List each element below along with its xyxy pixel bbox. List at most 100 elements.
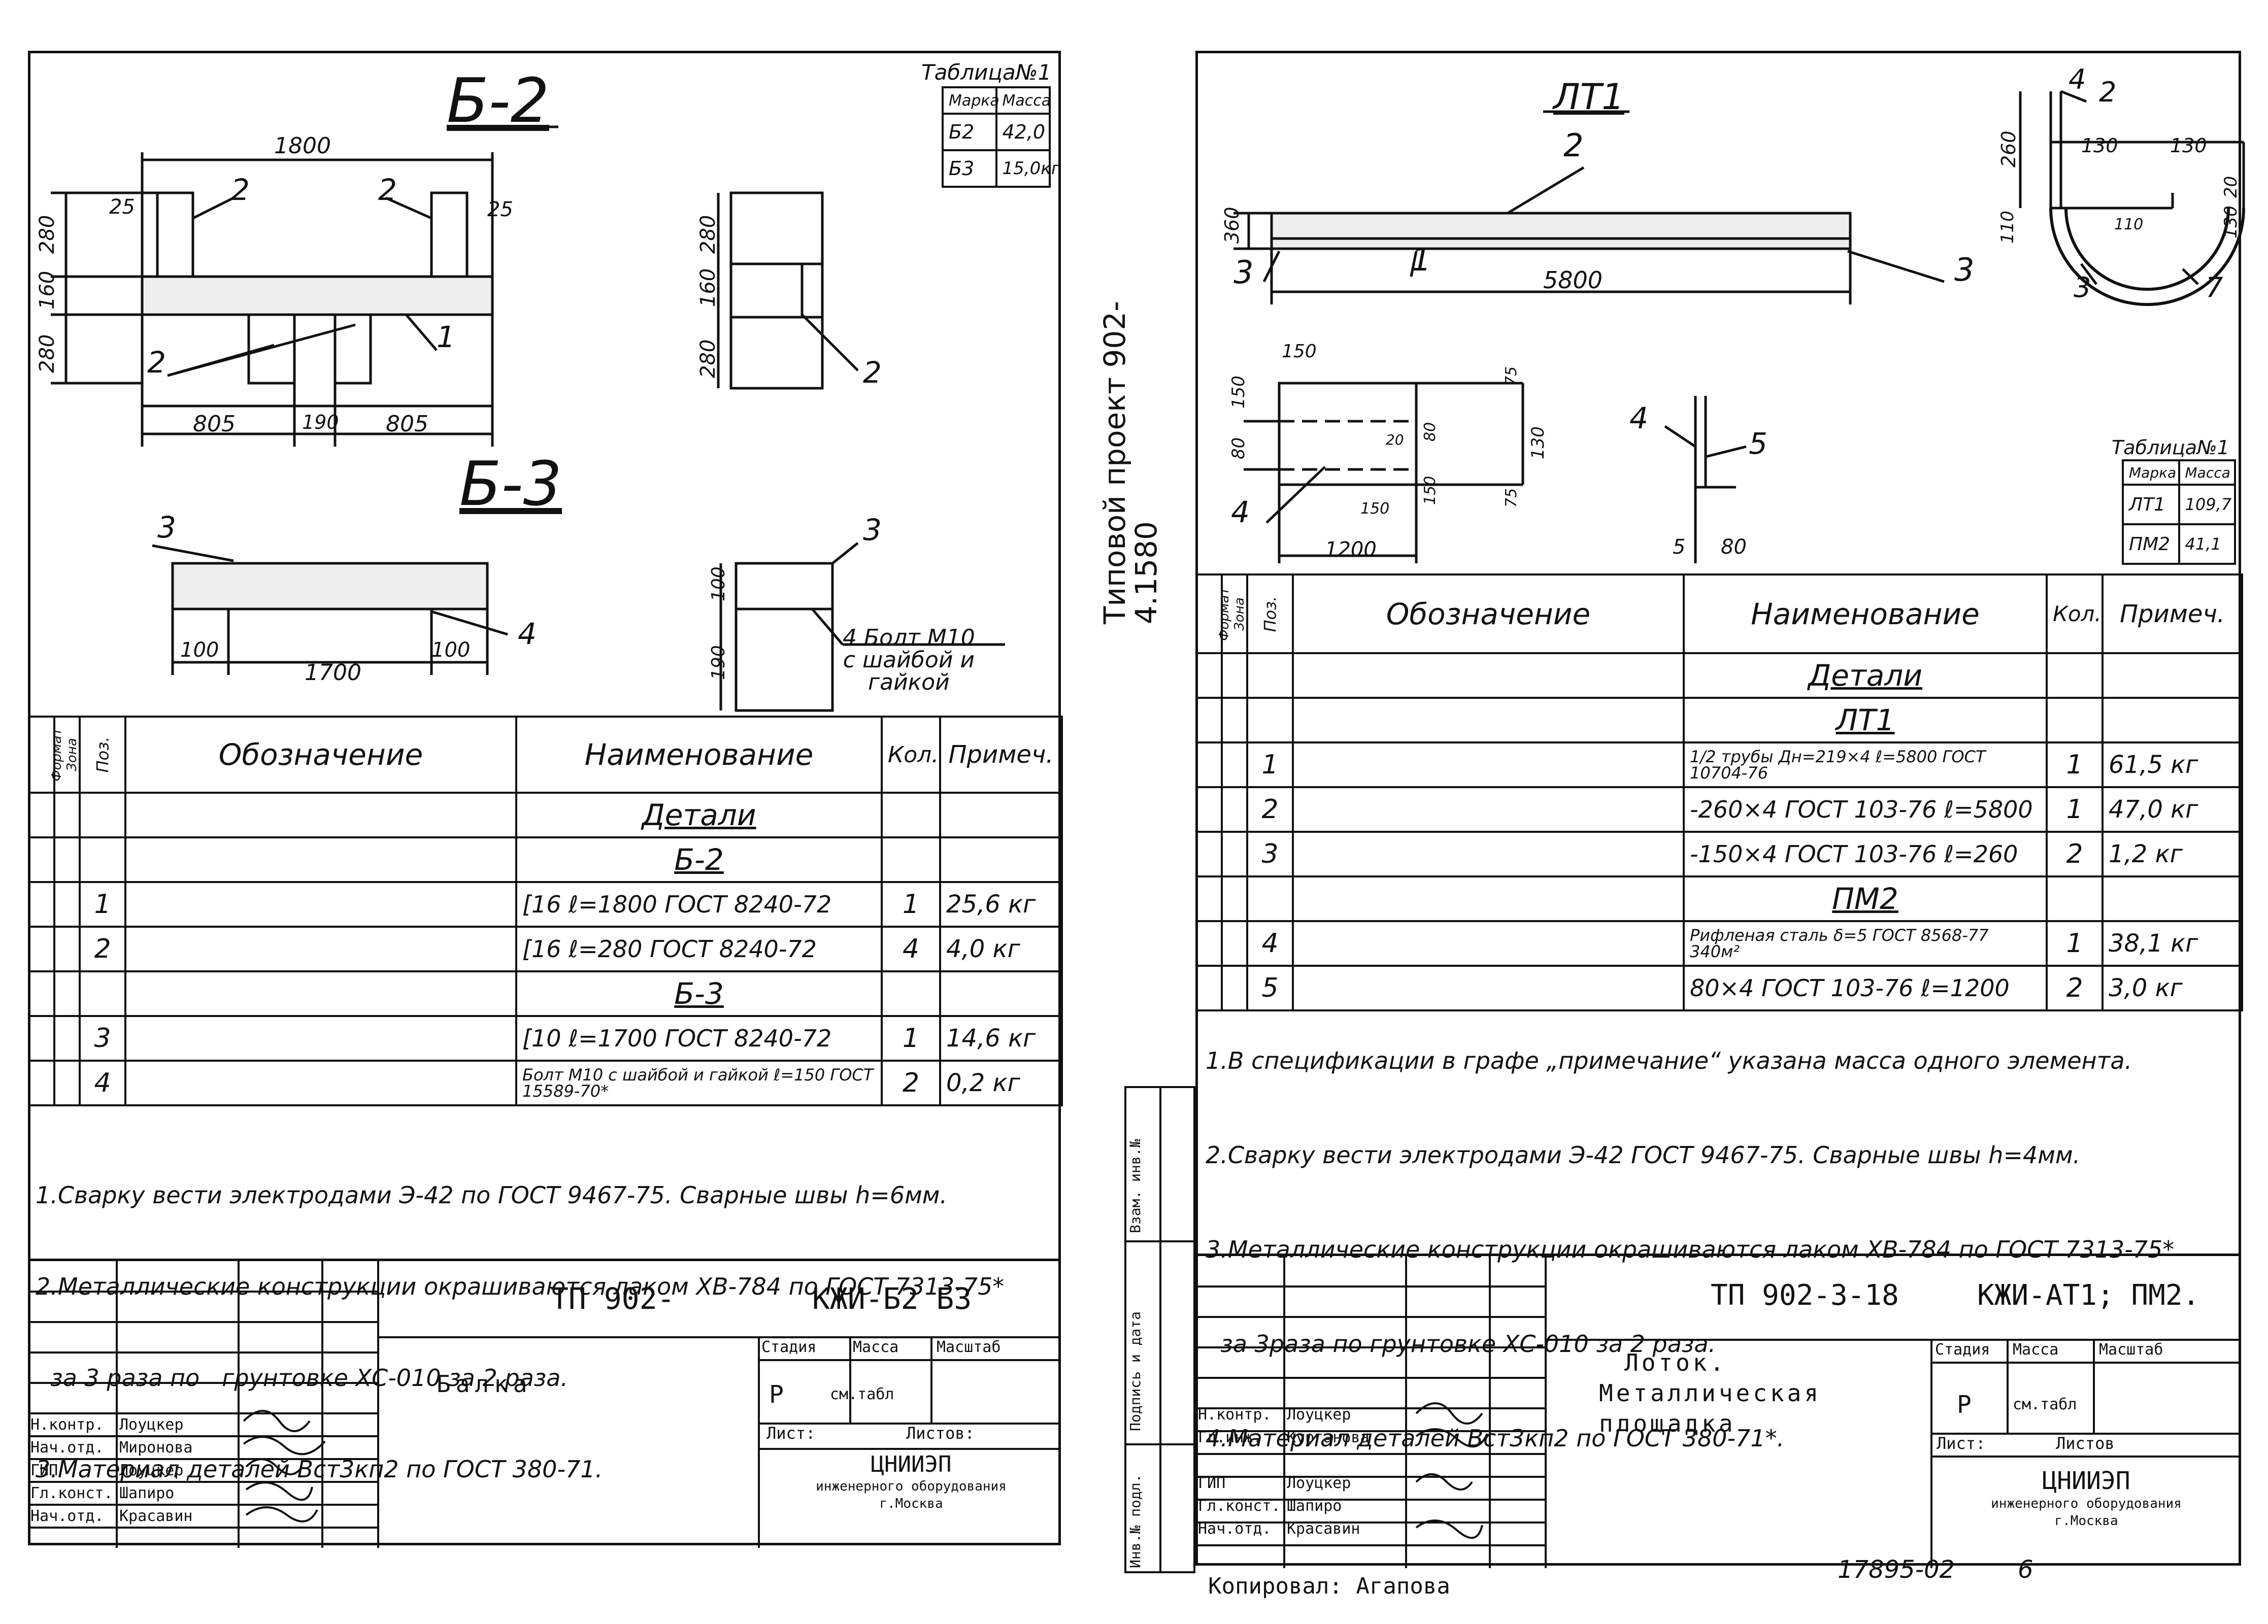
mass-table-header: Масса [2178,459,2236,486]
dim-label: 5 [1673,535,1686,559]
spec-cell-note: 0,2 кг [939,1060,1063,1106]
document-number: 17895-02 [1838,1555,1955,1584]
spec-cell-note [2102,697,2243,743]
spec-cell-pos: 1 [79,881,126,928]
org-subtitle: инженерного оборудования [816,1479,1007,1494]
spec-cell-pos [79,836,126,883]
spec-cell-pos: 2 [1246,786,1294,833]
callout-number: 3 [157,510,176,545]
page-number: 6 [2018,1555,2033,1584]
person-row: Гл.конст.Шапиро [30,1482,193,1505]
spec-header: Зона [1221,573,1248,654]
spec-cell-zone [1221,831,1248,877]
callout-number: 2 [863,355,882,390]
person-surname: Лоуцкер [119,1462,184,1479]
spec-cell-designation [1292,741,1685,788]
spec-cell-qty [881,792,941,838]
mass-table-header: Марка [942,86,999,115]
note-line: 3.Металлические конструкции окрашиваются… [1206,1236,2175,1263]
org-city: г.Москва [2054,1513,2118,1529]
doc-name: Лоток. Металлическая площадка [1599,1347,1821,1439]
mass-value: см.табл [830,1385,894,1403]
signature-icon [243,1410,311,1432]
person-surname: Миронова [119,1439,193,1457]
mass-value: см.табл [2013,1396,2077,1413]
spec-cell-name: 80×4 ГОСТ 103-76 ℓ=1200 [1683,965,2048,1011]
lt1-title: ЛТ1 [1553,76,1624,118]
mass-table-cell: Б3 [942,149,997,188]
title-block-grid [1195,1256,2241,1568]
bolt-note: 4 Болт М10 с шайбой и гайкой [843,627,975,694]
sheets-label: Листов [2056,1434,2115,1453]
spec-cell-note: 4,0 кг [939,926,1063,972]
callout-number: 2 [378,173,397,207]
person-row: Н.контр.Лоуцкер [30,1413,193,1436]
spec-cell-zone [1221,786,1248,833]
dim-label: 110 [2114,216,2144,233]
spec-row: ЛТ1 [1195,697,2243,743]
person-role: ГИП [30,1462,58,1479]
spec-header: Поз. [79,716,126,794]
spec-cell-note [939,970,1063,1017]
callout-number: 2 [147,345,166,380]
spec-cell-zone [53,1015,81,1062]
spec-cell-name: Б-2 [515,836,883,883]
spec-cell-designation [124,926,517,972]
org-title: ЦНИИЭП [2042,1467,2130,1495]
spec-cell-note: 38,1 кг [2102,920,2243,967]
spec-cell-designation [124,1060,517,1106]
spec-header-note: Примеч. [2102,573,2243,654]
person-surname: Лоуцкер [1287,1406,1351,1424]
spec-cell-qty: 1 [2046,920,2104,967]
spec-row: Б-3 [28,970,1063,1017]
spec-header-qty: Кол. [2046,573,2104,654]
stage-header: Стадия [761,1338,817,1356]
copied-by: Копировал: Агапова [1208,1573,1450,1599]
doc-code: ТП 902- [551,1281,675,1316]
dim-label: 25 [487,198,513,221]
spec-cell-pos [79,792,126,838]
mass-header: Масса [853,1338,899,1356]
dim-label: 80 [1721,535,1747,559]
stamp-divider [1126,1240,1193,1242]
spec-cell-format [28,836,55,883]
spec-cell-zone [53,1060,81,1106]
dim-label: 150 [1360,500,1390,518]
scale-header: Масштаб [937,1338,1001,1356]
spec-cell-format [1195,652,1223,699]
notes-right: 1.В спецификации в графе „примечание“ ук… [1206,982,2174,1485]
approval-stamp [1124,1086,1195,1573]
signature-icon [1415,1519,1483,1539]
doc-name-line: Металлическая [1599,1379,1822,1407]
spec-header-name: Наименование [1683,573,2048,654]
spec-table-left: Формат Зона Поз. Обозначение Наименовани… [28,716,1063,1106]
sheet-label: Лист: [1937,1434,1986,1453]
spec-cell-name: Детали [515,792,883,838]
person-row: Нач.отд.Миронова [30,1436,193,1459]
dim-label: 805 [193,411,236,437]
spec-row: Б-2 [28,836,1063,883]
spec-cell-designation [1292,652,1685,699]
spec-cell-name: Б-3 [515,970,883,1017]
spec-header: Формат [1195,573,1232,654]
org-subtitle: инженерного оборудования [1991,1496,2182,1511]
mass-table-cell: 42,0 [995,113,1051,151]
spec-cell-pos [1246,875,1294,922]
spec-cell-designation [124,792,517,838]
person-role: Гл.инж. [1198,1429,1262,1446]
note-line: за 3раза по грунтовке ХС-010 за 2 раза. [1206,1330,1716,1358]
spec-cell-note: 3,0 кг [2102,965,2243,1011]
spec-cell-designation [1292,965,1685,1011]
spec-cell-note [2102,652,2243,699]
dim-label: 150 [1282,341,1317,362]
spec-cell-name: ЛТ1 [1683,697,2048,743]
spec-cell-qty: 2 [881,1060,941,1106]
spec-cell-zone [53,881,81,928]
